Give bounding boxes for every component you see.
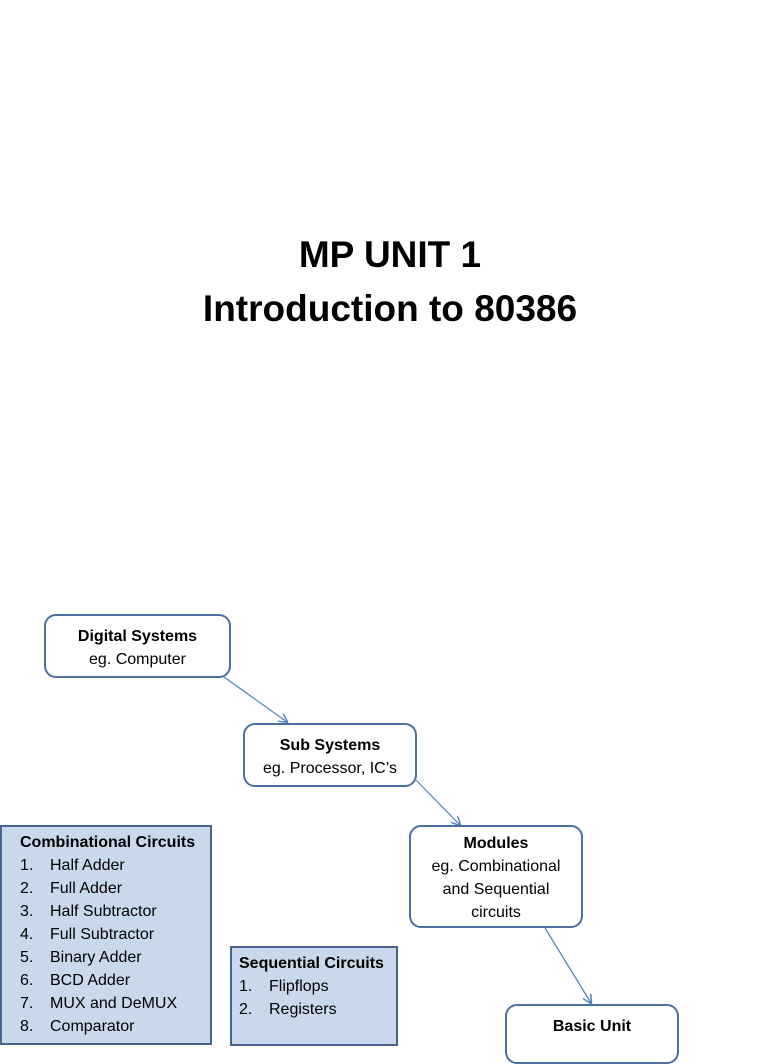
arrow-1 [223, 676, 287, 722]
node-heading: Basic Unit [552, 1018, 632, 1035]
list-item: 2.Full Adder [20, 880, 123, 897]
list-item: 6.BCD Adder [20, 972, 131, 989]
node-sub: eg. Combinational and Sequential circuit… [431, 858, 561, 921]
node-modules: Modules eg. Combinational and Sequential… [409, 825, 583, 928]
sequential-circuits-box: Sequential Circuits 1.Flipflops 2.Regist… [230, 946, 398, 1046]
list-item: 1.Half Adder [20, 857, 125, 874]
list-item: 4.Full Subtractor [20, 926, 155, 943]
slide-title-line2: Introduction to 80386 [202, 288, 578, 329]
node-sub: eg. Computer [89, 651, 186, 668]
list-item: 2.Registers [239, 1001, 337, 1018]
node-sub: eg. Processor, IC’s [263, 760, 397, 777]
list-heading: Sequential Circuits [239, 955, 384, 972]
arrow-2 [415, 779, 460, 825]
slide-title-line1: MP UNIT 1 [298, 234, 482, 275]
node-heading: Modules [463, 835, 529, 852]
node-sub-systems: Sub Systems eg. Processor, IC’s [243, 723, 417, 787]
list-item: 1.Flipflops [239, 978, 329, 995]
connector-arrows [223, 676, 768, 1024]
arrow-3 [544, 927, 591, 1003]
node-digital-systems: Digital Systems eg. Computer [44, 614, 231, 678]
node-basic-unit: Basic Unit [505, 1004, 679, 1064]
list-item: 8.Comparator [20, 1018, 135, 1035]
list-heading: Combinational Circuits [20, 834, 196, 851]
node-heading: Digital Systems [77, 628, 198, 645]
list-item: 3.Half Subtractor [20, 903, 157, 920]
list-item: 7.MUX and DeMUX [20, 995, 178, 1012]
node-heading: Sub Systems [279, 737, 381, 754]
list-item: 5.Binary Adder [20, 949, 142, 966]
combinational-circuits-box: Combinational Circuits 1.Half Adder 2.Fu… [0, 825, 212, 1045]
